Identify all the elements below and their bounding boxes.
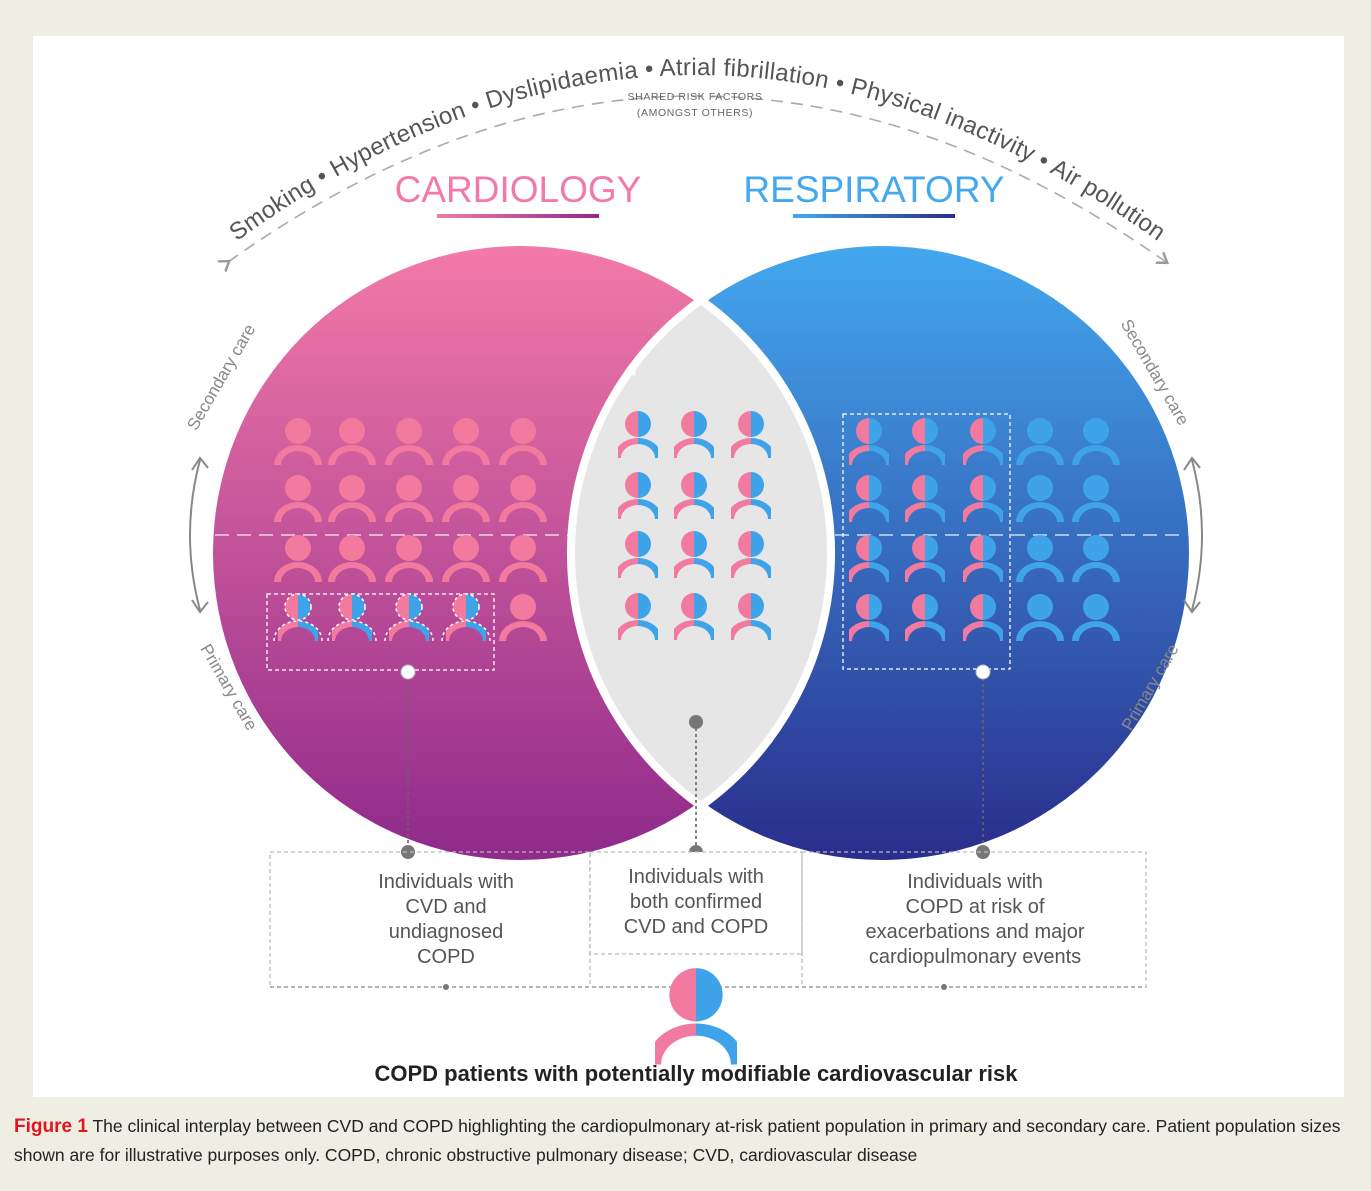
person-icon [499,594,547,641]
person-icon [274,418,322,465]
connectors [400,664,991,859]
half-person-icon [731,531,771,578]
caption-label: Figure 1 [14,1116,88,1137]
left-box-line-1: Individuals with [378,871,514,893]
figure-caption: Figure 1 The clinical interplay between … [14,1112,1359,1170]
double-arrow-icon [189,459,201,611]
right-box-line-4: cardiopulmonary events [869,946,1081,968]
respiratory-heading: RESPIRATORY [743,169,1004,210]
person-icon [499,475,547,522]
person-icon [1016,418,1064,465]
person-icon [1072,475,1120,522]
half-person-icon [327,593,377,642]
half-person-icon [674,472,714,519]
half-person-icon [674,593,714,640]
person-icon [328,418,376,465]
half-person-icon [731,411,771,458]
shared-risk-sublabel: (AMONGST OTHERS) [637,107,753,119]
center-box-line-1: Individuals with [628,866,764,888]
center-description-box [589,851,803,955]
people-grid [273,411,1120,642]
right-box-line-1: Individuals with [907,871,1043,893]
half-person-icon [963,475,1003,522]
person-icon [385,535,433,582]
center-box-line-2: both confirmed [630,891,762,913]
half-person-icon [441,593,491,642]
risk-factor-arc [228,95,1166,262]
half-person-icon [963,418,1003,465]
half-person-icon [655,968,737,1065]
half-person-icon [731,472,771,519]
respiratory-underline [793,214,955,218]
half-person-icon [618,531,658,578]
person-icon [1072,535,1120,582]
venn-diagram: Smoking • Hypertension • Dyslipidaemia •… [183,54,1203,1086]
half-person-icon [905,475,945,522]
person-icon [385,475,433,522]
person-icon [1016,594,1064,641]
half-person-icon [731,593,771,640]
half-person-icon [905,535,945,582]
half-person-icon [273,593,323,642]
person-icon [499,418,547,465]
person-icon [1072,418,1120,465]
half-person-icon [849,418,889,465]
person-icon [385,418,433,465]
left-box-line-2: CVD and [405,896,486,918]
right-highlight-box [842,413,1011,670]
half-person-icon [618,472,658,519]
half-person-icon [384,593,434,642]
half-person-icon [618,593,658,640]
shared-risk-label: SHARED RISK FACTORS [628,91,763,103]
person-icon [442,475,490,522]
half-person-icon [963,535,1003,582]
bottom-label: COPD patients with potentially modifiabl… [374,1061,1018,1086]
center-box-line-3: CVD and COPD [624,916,769,938]
half-person-icon [655,968,737,1065]
half-person-icon [674,531,714,578]
half-person-icon [618,411,658,458]
double-arrow-icon [1191,459,1203,611]
half-person-icon [905,418,945,465]
person-icon [442,535,490,582]
arrow-head-up-icon [191,456,209,471]
risk-factor-list: Smoking • Hypertension • Dyslipidaemia •… [224,54,1170,246]
person-icon [442,418,490,465]
person-icon [328,475,376,522]
half-person-icon [674,411,714,458]
right-box-line-2: COPD at risk of [906,896,1045,918]
right-box-line-3: exacerbations and major [865,921,1084,943]
left-highlight-box [266,593,495,671]
arrow-head-up-icon [1183,456,1201,471]
left-box-line-3: undiagnosed [389,921,504,943]
caption-text: The clinical interplay between CVD and C… [14,1116,1341,1165]
arrow-head-down-icon [1183,599,1201,614]
cardiology-underline [437,214,599,218]
person-icon [328,535,376,582]
person-icon [1016,535,1064,582]
cardiology-heading: CARDIOLOGY [395,169,642,210]
half-person-icon [849,535,889,582]
left-box-line-4: COPD [417,946,475,968]
arrow-head-down-icon [191,599,209,614]
half-person-icon [849,594,889,641]
half-person-icon [963,594,1003,641]
person-icon [499,535,547,582]
person-icon [274,535,322,582]
half-person-icon [849,475,889,522]
person-icon [1016,475,1064,522]
person-icon [1072,594,1120,641]
half-person-icon [905,594,945,641]
person-icon [274,475,322,522]
